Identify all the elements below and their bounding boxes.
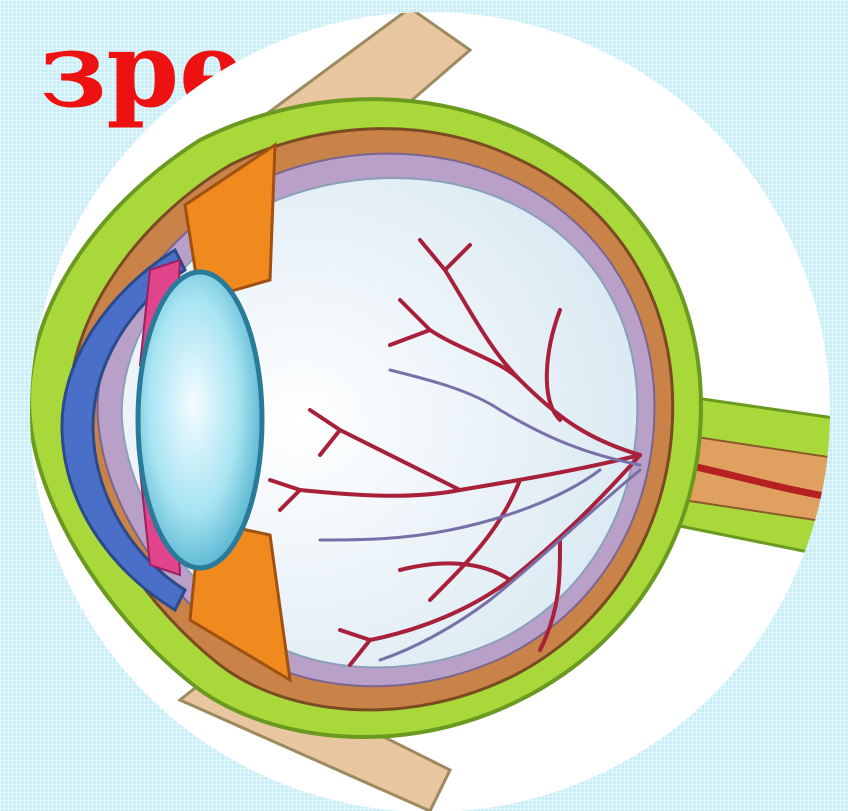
lens <box>138 272 262 568</box>
